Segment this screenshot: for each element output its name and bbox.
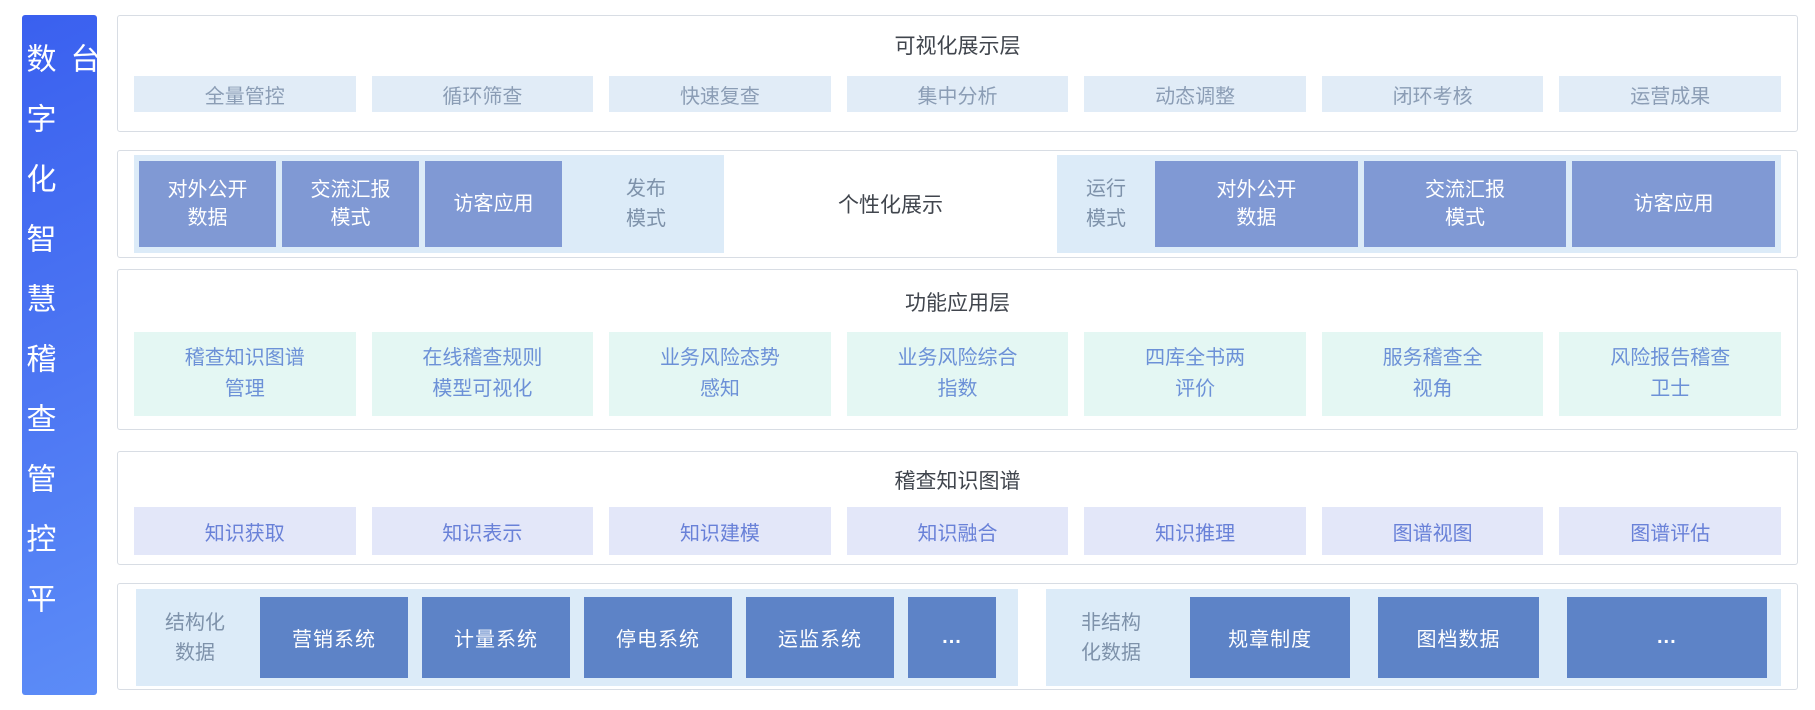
system-box: 运监系统 [746, 597, 894, 678]
function-cell: 服务稽查全 视角 [1321, 332, 1544, 416]
unstructured-data-label: 非结构 化数据 [1081, 611, 1141, 664]
more-systems-box: ... [908, 597, 996, 678]
knowledge-graph-row: 知识获取 知识表示 知识建模 知识融合 知识推理 图谱视图 图谱评估 [134, 507, 1782, 555]
function-cell: 四库全书两 评价 [1084, 332, 1306, 416]
knowledge-graph-cell: 图谱视图 [1321, 507, 1544, 555]
visual-layer-chip: 快速复查 [609, 76, 831, 112]
platform-title: 数字化智慧稽查管控平台 [21, 43, 99, 643]
structured-data-label: 结构化 数据 [165, 611, 225, 664]
mode-box: 访客应用 [425, 161, 562, 247]
function-cell: 风险报告稽查 卫士 [1559, 332, 1782, 416]
visual-layer-chip: 动态调整 [1084, 76, 1306, 112]
function-layer-section: 功能应用层 稽查知识图谱 管理 在线稽查规则 模型可视化 业务风险态势 感知 业… [117, 269, 1798, 430]
run-mode-label: 运行 模式 [1086, 178, 1126, 230]
knowledge-graph-cell: 知识建模 [609, 507, 831, 555]
data-source-section: 结构化 数据 营销系统 计量系统 停电系统 运监系统 ... 非结构 化数据 规… [117, 583, 1798, 690]
knowledge-graph-cell: 知识表示 [371, 507, 594, 555]
publish-mode-group: 对外公开 数据 交流汇报 模式 访客应用 发布 模式 [134, 155, 724, 253]
knowledge-graph-cell: 知识推理 [1084, 507, 1306, 555]
visual-layer-header: 可视化展示层 [894, 35, 1021, 58]
platform-title-bar: 数字化智慧稽查管控平台 [22, 15, 99, 695]
visual-layer-chip: 集中分析 [846, 76, 1069, 112]
visual-layer-chip: 运营成果 [1559, 76, 1782, 112]
knowledge-graph-cell: 图谱评估 [1559, 507, 1782, 555]
function-layer-header: 功能应用层 [905, 292, 1010, 315]
mode-box: 对外公开 数据 [139, 161, 276, 247]
knowledge-graph-cell: 知识获取 [134, 507, 356, 555]
knowledge-graph-section: 稽查知识图谱 知识获取 知识表示 知识建模 知识融合 知识推理 图谱视图 图谱评… [117, 451, 1798, 565]
unstructured-data-group: 非结构 化数据 规章制度 图档数据 ... [1046, 589, 1781, 686]
mode-box: 交流汇报 模式 [1363, 161, 1567, 247]
knowledge-graph-header: 稽查知识图谱 [894, 470, 1021, 493]
knowledge-graph-cell: 知识融合 [846, 507, 1069, 555]
run-mode-group: 运行 模式 对外公开 数据 交流汇报 模式 访客应用 [1057, 155, 1781, 253]
mode-box: 交流汇报 模式 [282, 161, 419, 247]
function-cell: 业务风险综合 指数 [846, 332, 1069, 416]
function-cell: 在线稽查规则 模型可视化 [371, 332, 594, 416]
system-box: 规章制度 [1190, 597, 1351, 678]
system-box: 营销系统 [260, 597, 408, 678]
visual-layer-row: 全量管控 循环筛查 快速复查 集中分析 动态调整 闭环考核 运营成果 [134, 76, 1782, 112]
system-box: 图档数据 [1378, 597, 1539, 678]
function-cell: 业务风险态势 感知 [609, 332, 831, 416]
more-systems-box: ... [1566, 597, 1768, 678]
personalized-display-label: 个性化展示 [838, 194, 943, 217]
mode-box: 对外公开 数据 [1155, 161, 1358, 247]
function-cell: 稽查知识图谱 管理 [134, 332, 356, 416]
structured-data-group: 结构化 数据 营销系统 计量系统 停电系统 运监系统 ... [136, 589, 1018, 686]
diagram-layers: 可视化展示层 全量管控 循环筛查 快速复查 集中分析 动态调整 闭环考核 运营成… [117, 15, 1798, 690]
function-layer-row: 稽查知识图谱 管理 在线稽查规则 模型可视化 业务风险态势 感知 业务风险综合 … [134, 332, 1782, 416]
visual-layer-section: 可视化展示层 全量管控 循环筛查 快速复查 集中分析 动态调整 闭环考核 运营成… [117, 15, 1798, 132]
publish-mode-label: 发布 模式 [626, 178, 666, 230]
system-box: 停电系统 [584, 597, 732, 678]
visual-layer-chip: 全量管控 [134, 76, 356, 112]
visual-layer-chip: 闭环考核 [1321, 76, 1544, 112]
display-mode-section: 对外公开 数据 交流汇报 模式 访客应用 发布 模式 个性化展示 运行 模式 对… [117, 150, 1798, 258]
visual-layer-chip: 循环筛查 [371, 76, 594, 112]
system-box: 计量系统 [422, 597, 570, 678]
mode-box: 访客应用 [1572, 161, 1776, 247]
